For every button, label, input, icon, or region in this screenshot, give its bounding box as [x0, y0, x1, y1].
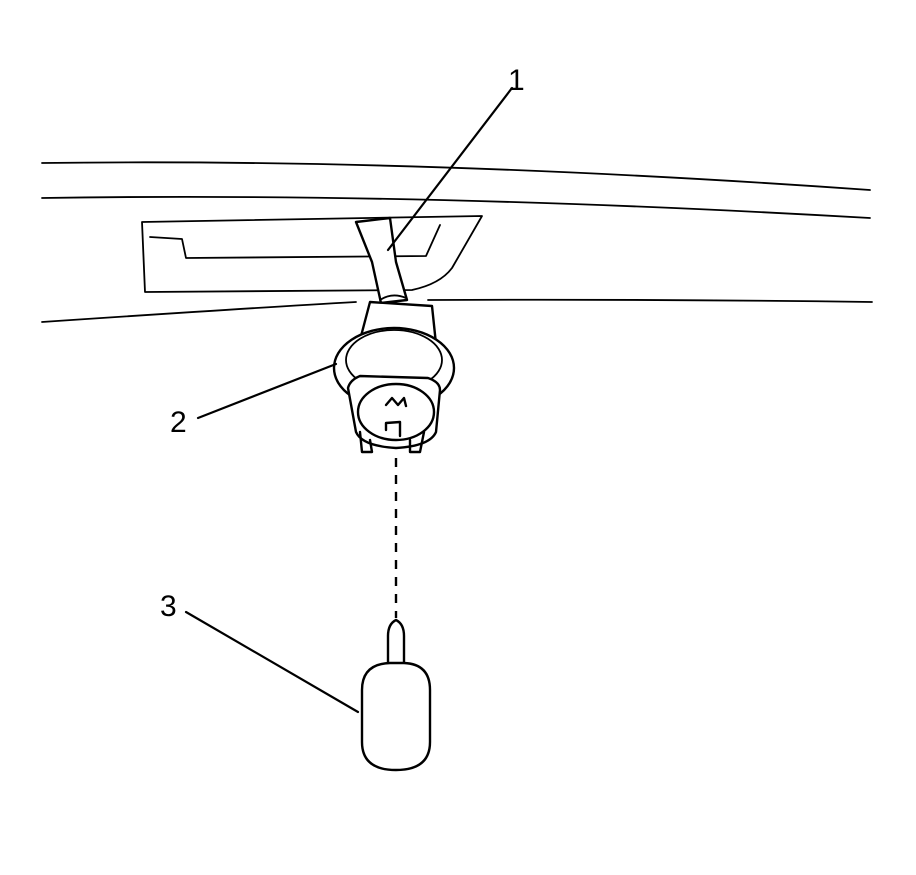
leader-line-1	[386, 86, 514, 252]
leader-line-2	[196, 362, 338, 420]
wire-harness	[354, 216, 409, 305]
leader-lines	[184, 86, 514, 714]
lamp-housing-outline	[141, 215, 483, 293]
leader-line-3	[184, 610, 360, 714]
callout-3: 3	[160, 590, 177, 623]
lamp-bulb	[360, 618, 432, 772]
bulb-socket	[332, 300, 456, 454]
callout-2: 2	[170, 406, 187, 439]
body-panel-lines	[41, 161, 873, 323]
callout-1: 1	[508, 64, 525, 97]
